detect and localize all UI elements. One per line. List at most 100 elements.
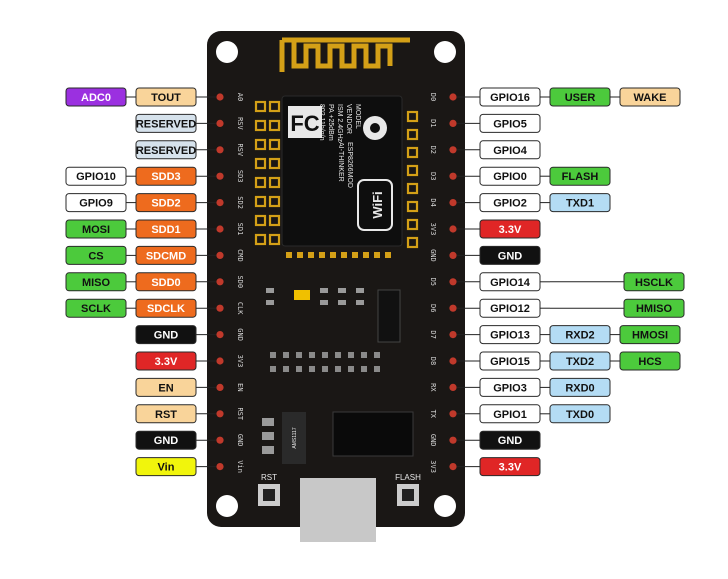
pin-label-cs: CS xyxy=(65,245,127,265)
pin-label-text: GPIO12 xyxy=(490,303,530,315)
board-pin-name-d3: D3 xyxy=(429,172,437,180)
board-pin-name-clk: CLK xyxy=(236,302,244,315)
pin-label-tout: TOUT xyxy=(135,87,197,107)
pin-label-text: GPIO14 xyxy=(490,277,531,289)
svg-text:FC: FC xyxy=(290,111,319,136)
header-pin-hole xyxy=(449,119,457,127)
board-pin-name-rsv: RSV xyxy=(236,117,244,130)
pin-label-gpio9: GPIO9 xyxy=(65,193,127,213)
pin-label-flash: FLASH xyxy=(549,166,611,186)
pin-label-text: USER xyxy=(565,92,596,104)
smd-capacitor xyxy=(262,446,274,454)
header-pin-hole xyxy=(216,172,224,180)
smd-resistor xyxy=(270,352,276,358)
module-pad xyxy=(286,252,292,258)
pin-label-gnd: GND xyxy=(135,430,197,450)
mounting-hole-top-right xyxy=(434,41,456,63)
header-pin-hole xyxy=(449,436,457,444)
pin-label-reserved: RESERVED xyxy=(135,140,197,160)
mounting-hole-top-left xyxy=(216,41,238,63)
pin-label-text: RXD0 xyxy=(565,382,594,394)
pin-label-gnd: GND xyxy=(135,325,197,345)
module-text: ESP8266MOD xyxy=(346,142,353,188)
header-pin-hole xyxy=(449,278,457,286)
module-pad xyxy=(297,252,303,258)
header-pin-hole xyxy=(216,304,224,312)
header-pin-hole xyxy=(449,146,457,154)
pin-label-text: 3.3V xyxy=(155,356,178,368)
pin-label-text: GND xyxy=(498,250,523,262)
pin-label-text: SDD3 xyxy=(151,171,180,183)
pin-label-sdcmd: SDCMD xyxy=(135,245,197,265)
board-pin-name-d6: D6 xyxy=(429,304,437,312)
pin-label-gpio13: GPIO13 xyxy=(479,325,541,345)
pin-label-gpio14: GPIO14 xyxy=(479,272,541,292)
pin-label-gnd: GND xyxy=(479,430,541,450)
pin-label-text: EN xyxy=(158,382,173,394)
board-pin-name-vin: Vin xyxy=(236,460,244,473)
pin-label-en: EN xyxy=(135,377,197,397)
ai-thinker-logo-icon xyxy=(363,116,387,140)
smd-resistor xyxy=(322,352,328,358)
module-pad xyxy=(268,214,281,227)
board-pin-name-d5: D5 xyxy=(429,278,437,286)
pin-label-hmosi: HMOSI xyxy=(619,325,681,345)
header-pin-hole xyxy=(216,119,224,127)
smd-resistor xyxy=(356,300,364,305)
module-pad xyxy=(268,119,281,132)
board-pin-name-3v3: 3V3 xyxy=(429,460,437,473)
pin-label-gpio2: GPIO2 xyxy=(479,193,541,213)
smd-chip xyxy=(377,289,401,343)
module-pad xyxy=(268,157,281,170)
pin-label-text: TXD2 xyxy=(566,356,594,368)
pin-label-text: WAKE xyxy=(634,92,667,104)
pin-label-text: TXD1 xyxy=(566,198,594,210)
module-pad xyxy=(268,195,281,208)
pin-label-vin: Vin xyxy=(135,457,197,477)
smd-resistor xyxy=(335,366,341,372)
smd-capacitor xyxy=(262,418,274,426)
pin-label-gpio4: GPIO4 xyxy=(479,140,541,160)
fcc-logo: FC xyxy=(288,106,322,138)
pin-label-text: RESERVED xyxy=(136,118,196,130)
antenna-trace xyxy=(279,37,410,72)
status-led xyxy=(294,290,310,300)
pin-label-txd2: TXD2 xyxy=(549,351,611,371)
usb-serial-chip xyxy=(332,411,414,457)
header-pin-hole xyxy=(449,383,457,391)
pin-label-text: SDD0 xyxy=(151,277,180,289)
header-pin-hole xyxy=(216,357,224,365)
module-pad xyxy=(254,100,267,113)
module-pad xyxy=(254,176,267,189)
smd-resistor xyxy=(356,288,364,293)
pin-label-gpio16: GPIO16 xyxy=(479,87,541,107)
header-pin-hole xyxy=(449,304,457,312)
module-pad xyxy=(254,157,267,170)
smd-resistor xyxy=(266,300,274,305)
pin-label-text: SDCMD xyxy=(146,250,186,262)
pin-label-text: GPIO2 xyxy=(493,198,527,210)
micro-usb-port[interactable] xyxy=(300,478,376,542)
pin-label-gpio10: GPIO10 xyxy=(65,166,127,186)
pin-label-text: GPIO13 xyxy=(490,330,530,342)
flash-button[interactable] xyxy=(397,484,419,506)
pin-label-sdd2: SDD2 xyxy=(135,193,197,213)
smd-resistor xyxy=(283,352,289,358)
rst-button[interactable] xyxy=(258,484,280,506)
pin-label-text: TOUT xyxy=(151,92,181,104)
pin-label-text: 3.3V xyxy=(499,462,522,474)
voltage-regulator xyxy=(282,412,306,464)
module-text: PA +25dBm xyxy=(327,104,334,141)
pin-label-miso: MISO xyxy=(65,272,127,292)
pin-label-gpio12: GPIO12 xyxy=(479,298,541,318)
module-pad xyxy=(268,138,281,151)
header-pin-hole xyxy=(449,463,457,471)
board-pin-name-rx: RX xyxy=(429,383,437,392)
rst-button-label: RST xyxy=(261,473,277,482)
header-pin-hole xyxy=(216,278,224,286)
module-pad xyxy=(406,146,419,159)
pin-label-text: GPIO0 xyxy=(493,171,527,183)
pin-label-text: GND xyxy=(498,435,523,447)
module-pad xyxy=(406,200,419,213)
